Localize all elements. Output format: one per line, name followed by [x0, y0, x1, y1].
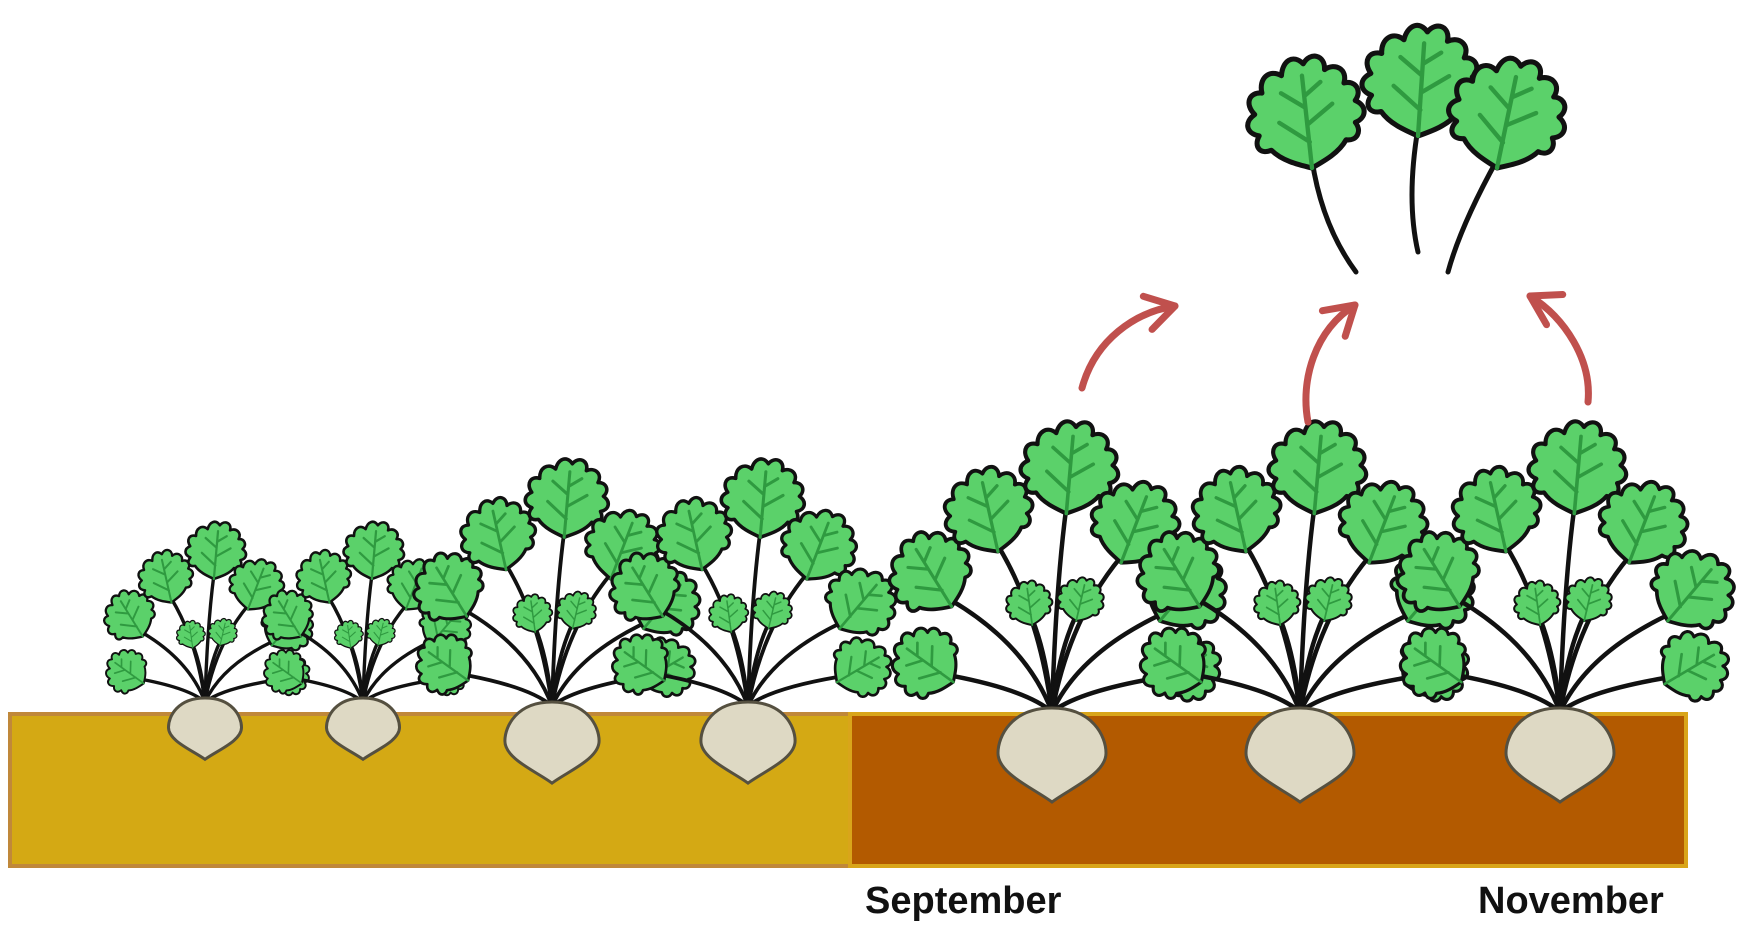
- harvested-leaf: [1440, 49, 1575, 272]
- arrow-icon: [1522, 280, 1588, 402]
- leaf-icon: [1054, 573, 1108, 625]
- leaf-icon: [1510, 578, 1563, 629]
- arrow-icon: [1306, 294, 1367, 422]
- leaf-icon: [553, 588, 599, 632]
- harvested-leaf: [1239, 50, 1371, 272]
- arrow-icon: [1082, 292, 1178, 388]
- leaf-icon: [877, 614, 974, 712]
- leaf-icon: [1646, 617, 1742, 714]
- leaf-icon: [1239, 50, 1371, 176]
- leaf-icon: [332, 619, 365, 651]
- leaf-icon: [510, 592, 555, 636]
- leaf-icon: [403, 622, 485, 705]
- leaf-icon: [97, 641, 157, 702]
- label-november: November: [1478, 880, 1664, 923]
- leaf-icon: [1302, 573, 1356, 625]
- leaf-icon: [1562, 573, 1616, 625]
- leaf-icon: [749, 588, 795, 632]
- leaf-icon: [706, 592, 751, 636]
- harvested-leaves: [1239, 23, 1575, 272]
- leaf-icon: [1002, 578, 1055, 629]
- label-september: September: [865, 880, 1061, 923]
- leaf-icon: [1250, 578, 1303, 629]
- leaf-icon: [174, 619, 207, 651]
- leaf-icon: [821, 626, 903, 709]
- arrows-layer: [1082, 280, 1588, 422]
